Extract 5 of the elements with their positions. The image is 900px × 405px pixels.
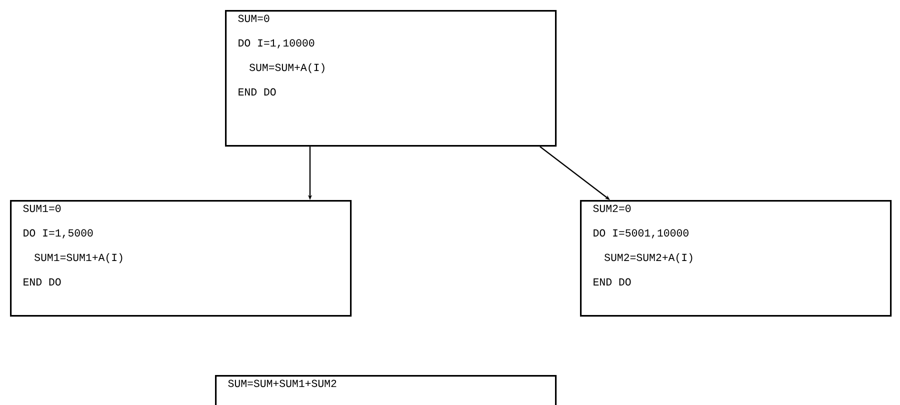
code-box: SUM1=0 DO I=1,5000 SUM1=SUM1+A(I) END DO — [10, 200, 352, 317]
code-box: SUM2=0 DO I=5001,10000 SUM2=SUM2+A(I) END DO — [580, 200, 892, 317]
code-box: SUM=0 DO I=1,10000 SUM=SUM+A(I) END DO — [225, 10, 557, 147]
arrow — [540, 146, 610, 200]
code-box: SUM=SUM+SUM1+SUM2 — [215, 375, 557, 405]
